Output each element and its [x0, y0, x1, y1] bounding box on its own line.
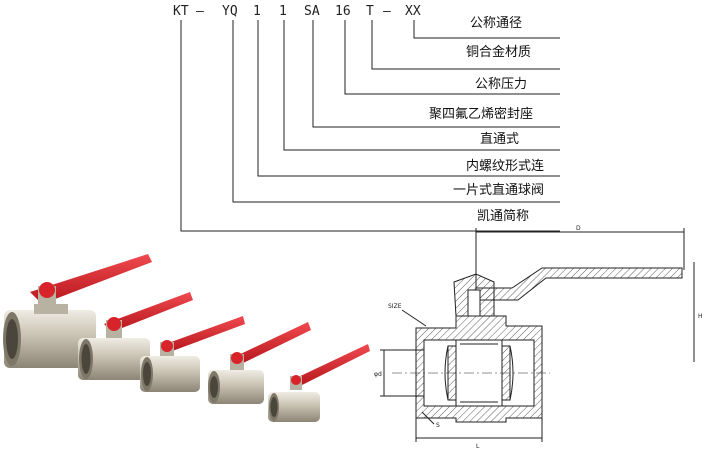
drawing-stem-core: [467, 289, 481, 317]
valve-cross-section-drawing: D H φd SIZE S: [374, 225, 703, 450]
valve-photo-2: [78, 292, 193, 380]
valve-photo-3: [140, 316, 245, 392]
code-kt: KT: [173, 4, 189, 19]
code-1a: 1: [253, 4, 261, 19]
label-diameter: φd: [374, 371, 382, 378]
code-yq: YQ: [222, 4, 238, 19]
label-d: D: [576, 225, 581, 232]
valve-photo-5: [268, 344, 370, 422]
drawing-handle: [475, 267, 683, 301]
desc-nominal-pressure: 公称压力: [475, 77, 527, 92]
code-dash-2: —: [383, 4, 391, 19]
code-1b: 1: [279, 4, 287, 19]
label-size: SIZE: [388, 303, 402, 310]
desc-material: 铜合金材质: [466, 44, 531, 60]
label-l: L: [476, 443, 480, 450]
label-s: S: [436, 422, 440, 429]
valve-photo-1: [3, 254, 152, 368]
desc-thread: 内螺纹形式连: [466, 158, 544, 174]
s-callout: S: [421, 411, 440, 429]
dimension-diameter: φd: [374, 349, 424, 397]
code-16: 16: [335, 4, 351, 19]
leader-lines: [180, 20, 560, 232]
dimension-d: D: [475, 225, 685, 274]
code-dash-1: —: [196, 4, 204, 19]
model-code-diagram: KT — YQ 1 1 SA 16 T — XX 公称通径 铜合金材质 公称压力…: [173, 4, 560, 232]
dimension-l: L: [415, 418, 543, 450]
desc-seat: 聚四氟乙烯密封座: [429, 106, 533, 122]
desc-valve-type: 一片式直通球阀: [453, 183, 544, 198]
size-callout: SIZE: [388, 303, 427, 327]
desc-brand: 凯通简称: [477, 208, 529, 224]
code-xx: XX: [405, 4, 421, 19]
desc-straight: 直通式: [480, 132, 519, 147]
code-t: T: [366, 4, 374, 19]
code-sa: SA: [304, 4, 320, 19]
label-h: H: [698, 313, 703, 320]
valve-photo-4: [208, 322, 311, 404]
dimension-h: H: [693, 262, 703, 362]
desc-nominal-diameter: 公称通径: [470, 16, 522, 31]
product-photo: [3, 254, 370, 422]
